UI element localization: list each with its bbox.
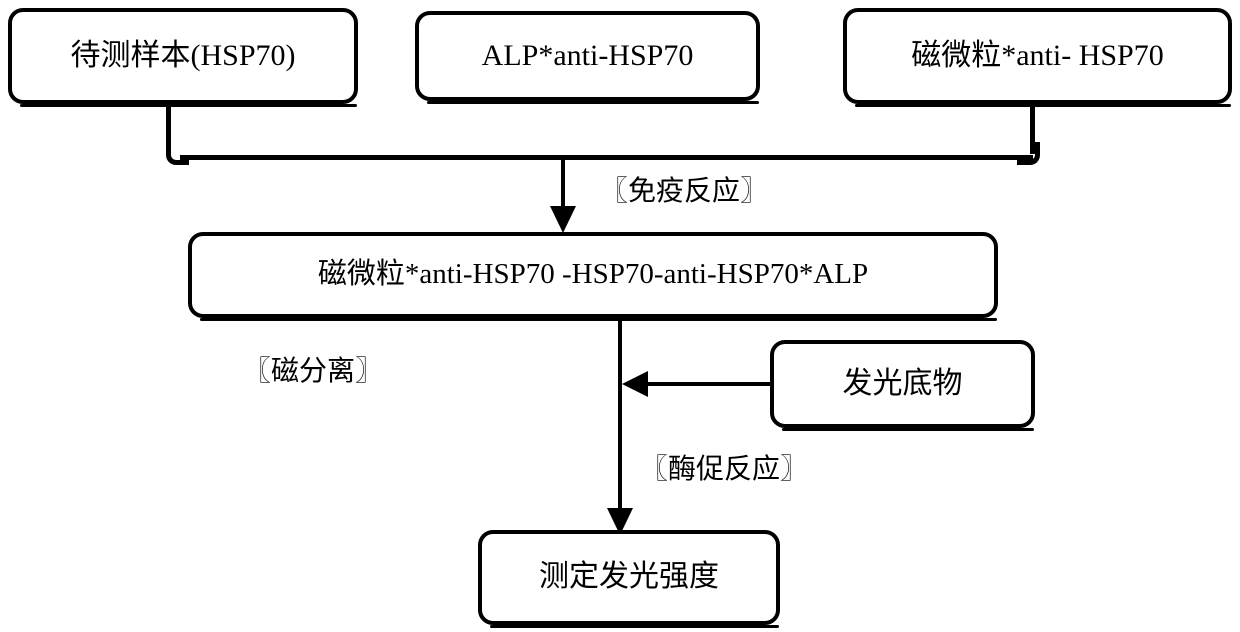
connector-elbow-right (1017, 142, 1040, 165)
node-alp-conjugate: ALP*anti-HSP70 (415, 11, 760, 104)
arrowhead-substrate-input (622, 371, 648, 397)
node-sample: 待测样本(HSP70) (8, 8, 358, 107)
connector-bead-drop (1030, 104, 1035, 154)
connector-substrate-line (648, 382, 772, 386)
node-bead-conjugate: 磁微粒*anti- HSP70 (843, 8, 1232, 107)
node-immune-complex: 磁微粒*anti-HSP70 -HSP70-anti-HSP70*ALP (188, 232, 998, 321)
connector-main-spine (618, 318, 622, 520)
node-measure-luminescence: 测定发光强度 (478, 530, 780, 628)
node-substrate: 发光底物 (770, 340, 1035, 431)
edge-label-enzyme-reaction: 〖酶促反应〗 (640, 454, 809, 485)
connector-sample-drop (166, 104, 171, 154)
arrowhead-immune-reaction (550, 206, 576, 233)
edge-label-magnetic-separation: 〖磁分离〗 (243, 356, 384, 387)
connector-immune-stem (561, 158, 565, 216)
connector-merge-bar (180, 155, 1033, 160)
edge-label-immune-reaction: 〖免疫反应〗 (600, 176, 769, 207)
connector-elbow-left (166, 142, 189, 165)
